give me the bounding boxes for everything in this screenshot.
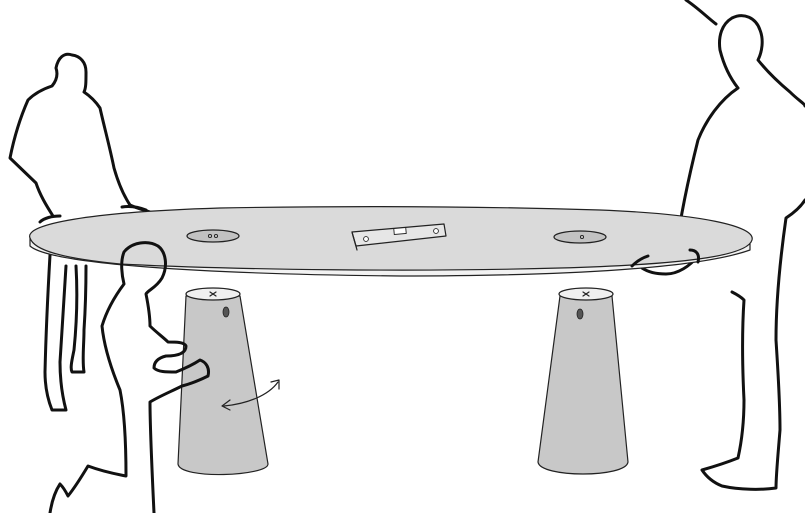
spirit-level: [351, 223, 447, 251]
pedestal-right-body: [537, 295, 629, 475]
grommet-left-hole-a: [207, 233, 213, 239]
person-crouching-silhouette: [48, 241, 210, 513]
pedestal-left-bolt-hole: [222, 306, 230, 318]
pedestal-left-body: [177, 295, 269, 476]
spirit-level-hole-right: [433, 228, 439, 234]
pedestal-right-bolt-hole: [576, 308, 584, 320]
pedestal-left-top-mark: [209, 291, 217, 297]
pedestal-right: [537, 287, 629, 475]
rotation-arrow-head-right: [270, 379, 280, 390]
spirit-level-end-face: [351, 231, 358, 251]
person-left-silhouette: [8, 52, 152, 412]
grommet-right-hole: [579, 234, 585, 240]
spirit-level-hole-left: [363, 236, 369, 242]
person-right-silhouette: [640, 0, 805, 491]
rotation-arrow: [221, 379, 280, 411]
grommet-left-hole-b: [213, 233, 219, 239]
rotation-arrow-head-left: [221, 399, 231, 411]
pedestal-left: [177, 287, 269, 476]
person-right-hands: [630, 248, 700, 268]
cable-grommet-left: [186, 229, 240, 243]
person-left-hands: [38, 204, 148, 224]
pedestal-right-top-mark: [582, 291, 590, 297]
rotation-arrow-curve: [223, 381, 279, 407]
spirit-level-vial: [393, 227, 407, 235]
